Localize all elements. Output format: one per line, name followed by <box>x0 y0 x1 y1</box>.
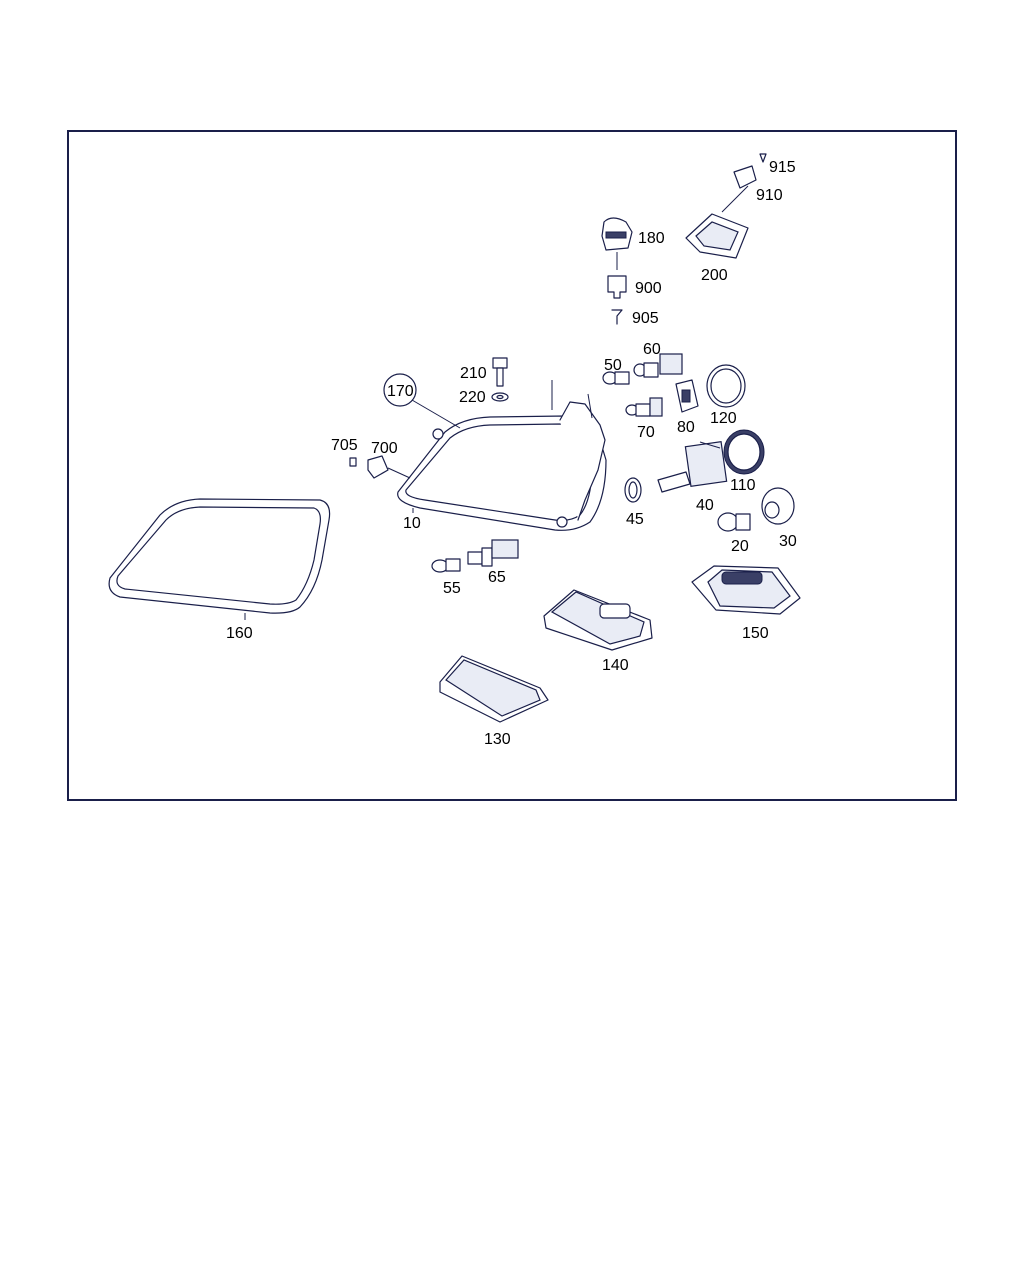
label-170: 170 <box>387 383 414 400</box>
control-unit-130-part <box>439 655 549 723</box>
clip-705-700-parts <box>349 455 411 479</box>
label-140: 140 <box>602 657 629 674</box>
label-130: 130 <box>484 731 511 748</box>
label-60: 60 <box>643 341 661 358</box>
bulb-50-60-parts <box>602 353 683 385</box>
bulb-20-socket-30-parts <box>717 487 795 532</box>
label-170-callout <box>383 373 461 429</box>
label-160: 160 <box>226 625 253 642</box>
ring-45-part <box>624 477 642 503</box>
label-30: 30 <box>779 533 797 550</box>
part-number-labels: 10 20 30 40 45 50 55 60 65 70 80 110 120… <box>226 159 797 748</box>
label-70: 70 <box>637 424 655 441</box>
xenon-bulb-40-part <box>657 441 728 493</box>
seal-ring-120-part <box>706 364 746 408</box>
diagram-frame <box>67 130 957 801</box>
label-120: 120 <box>710 410 737 427</box>
label-45: 45 <box>626 511 644 528</box>
label-915: 915 <box>769 159 796 176</box>
label-900: 900 <box>635 280 662 297</box>
label-220: 220 <box>459 389 486 406</box>
label-50: 50 <box>604 357 622 374</box>
label-910: 910 <box>756 187 783 204</box>
bolt-210-washer-220-parts <box>491 357 509 402</box>
label-150: 150 <box>742 625 769 642</box>
label-705: 705 <box>331 437 358 454</box>
bulb-70-socket-80-parts <box>625 379 699 417</box>
label-110: 110 <box>730 477 756 494</box>
control-unit-150-part <box>691 565 801 615</box>
label-200: 200 <box>701 267 728 284</box>
label-20: 20 <box>731 538 749 555</box>
label-180: 180 <box>638 230 665 247</box>
label-905: 905 <box>632 310 659 327</box>
label-40: 40 <box>696 497 714 514</box>
connector-180-900-905-parts <box>601 217 633 325</box>
label-55: 55 <box>443 580 461 597</box>
connector-200-910-915-parts <box>685 153 767 259</box>
label-65: 65 <box>488 569 506 586</box>
headlamp-unit-part <box>397 380 607 531</box>
bulb-55-65-parts <box>431 539 519 573</box>
label-210: 210 <box>460 365 487 382</box>
cap-110-part <box>723 429 765 475</box>
lens-frame-part <box>108 498 331 620</box>
label-700: 700 <box>371 440 398 457</box>
label-80: 80 <box>677 419 695 436</box>
control-unit-140-part <box>543 589 653 651</box>
label-10: 10 <box>403 515 421 532</box>
